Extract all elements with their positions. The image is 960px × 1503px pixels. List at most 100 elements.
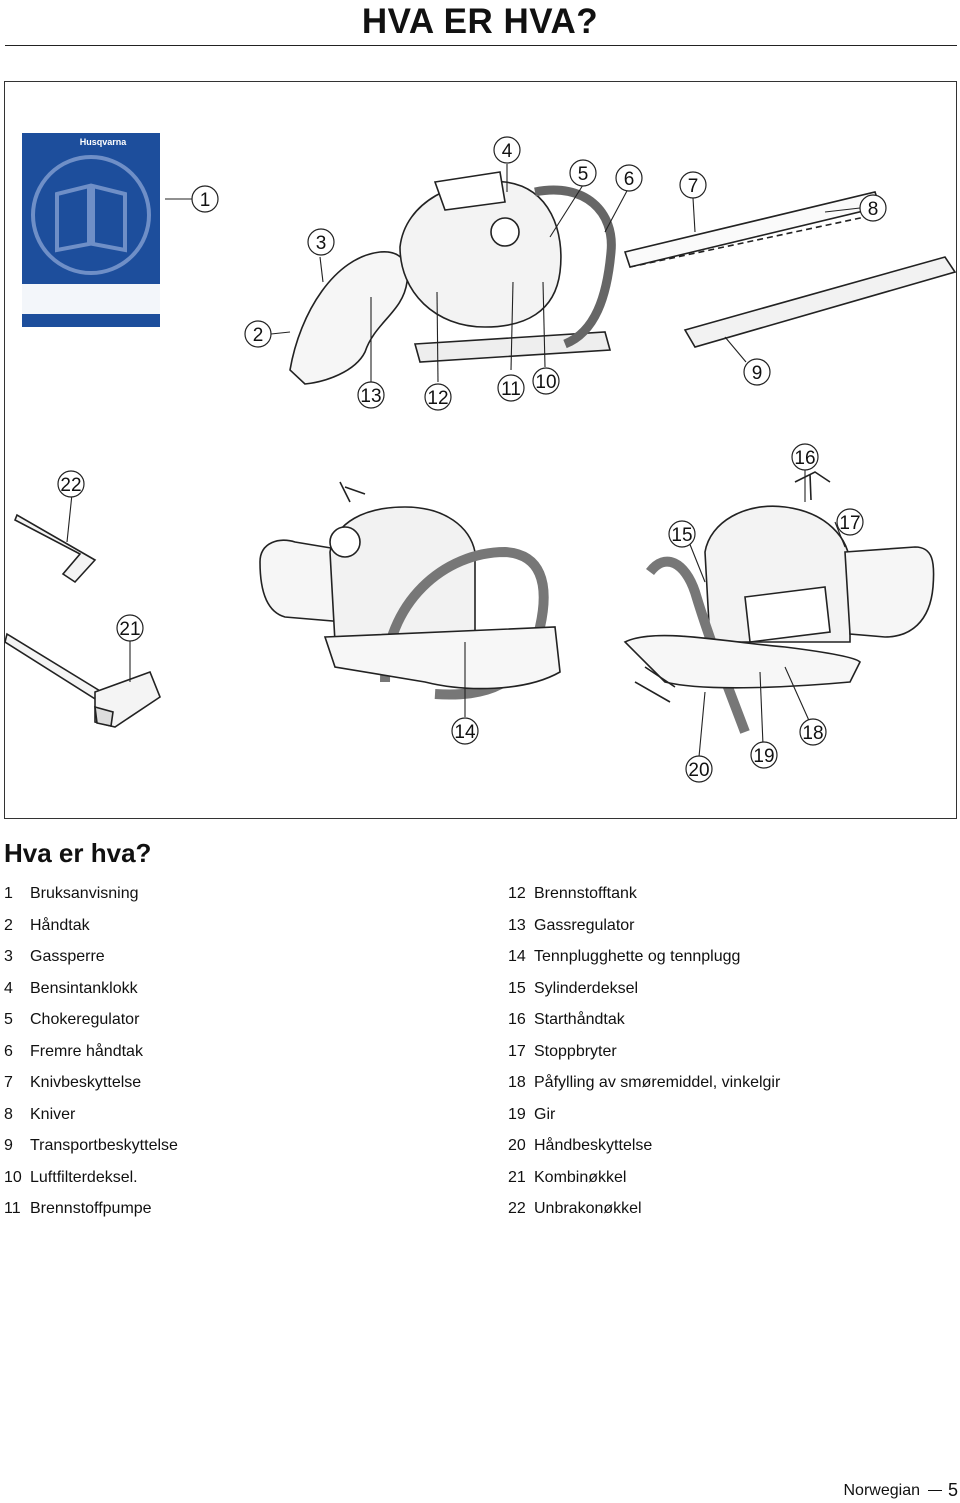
item-label: Gir	[534, 1105, 556, 1123]
callout-1: 1	[200, 190, 211, 211]
list-item: 9 Transportbeskyttelse	[4, 1133, 178, 1165]
callout-3: 3	[316, 233, 327, 254]
trimmer-left-view	[259, 481, 561, 700]
item-number: 22	[508, 1200, 526, 1217]
list-item: 12 Brennstofftank	[508, 881, 780, 913]
list-item: 15 Sylinderdeksel	[508, 976, 780, 1008]
callout-10: 10	[535, 372, 556, 393]
callout-4: 4	[502, 141, 513, 162]
page-title: HVA ER HVA?	[361, 2, 599, 41]
item-number: 9	[4, 1137, 13, 1154]
item-label: Bruksanvisning	[30, 885, 139, 902]
list-item: 11 Brennstoffpumpe	[4, 1196, 178, 1228]
item-label: Transportbeskyttelse	[30, 1137, 178, 1154]
parts-diagram: Husqvarna	[4, 81, 957, 819]
parts-list-right: 12 Brennstofftank 13 Gassregulator 14 Tennp…	[508, 881, 780, 1228]
list-item: 8 Kniver	[4, 1102, 178, 1134]
list-item: 22 Unbrakonøkkel	[508, 1196, 780, 1228]
manual-brand: Husqvarna	[80, 137, 128, 147]
item-number: 7	[4, 1074, 13, 1091]
list-item: 20 Håndbeskyttelse	[508, 1133, 780, 1165]
callout-12: 12	[427, 388, 448, 409]
callout-9: 9	[752, 363, 763, 384]
item-number: 21	[508, 1168, 526, 1186]
item-label: Chokeregulator	[30, 1011, 140, 1028]
item-number: 11	[4, 1200, 21, 1217]
manual-cover: Husqvarna	[22, 133, 160, 327]
list-item: 3 Gassperre	[4, 944, 178, 976]
list-item: 4 Bensintanklokk	[4, 976, 178, 1008]
item-number: 10	[4, 1168, 22, 1186]
item-number: 14	[508, 948, 526, 965]
diagram-illustration: Husqvarna	[5, 133, 957, 783]
item-label: Gassregulator	[534, 916, 635, 934]
item-label: Sylinderdeksel	[534, 979, 639, 997]
page-footer: Norwegian 5	[844, 1480, 959, 1501]
callout-16: 16	[794, 448, 815, 469]
list-item: 10 Luftfilterdeksel.	[4, 1165, 178, 1197]
item-label: Fremre håndtak	[30, 1042, 143, 1060]
item-label: Brennstofftank	[534, 885, 637, 902]
callout-11: 11	[501, 379, 521, 400]
list-item: 16 Starthåndtak	[508, 1007, 780, 1039]
item-label: Stoppbryter	[534, 1042, 617, 1060]
item-number: 2	[4, 916, 13, 934]
item-number: 12	[508, 885, 526, 902]
item-label: Starthåndtak	[534, 1011, 625, 1028]
callout-18: 18	[802, 723, 823, 744]
footer-dash	[927, 1490, 942, 1491]
callout-2: 2	[253, 325, 264, 346]
callout-19: 19	[753, 746, 774, 767]
item-number: 13	[508, 916, 526, 934]
item-number: 18	[508, 1074, 526, 1091]
callout-8: 8	[868, 199, 879, 220]
list-item: 21 Kombinøkkel	[508, 1165, 780, 1197]
list-item: 5 Chokeregulator	[4, 1007, 178, 1039]
item-number: 5	[4, 1011, 13, 1028]
callout-13: 13	[360, 386, 381, 407]
combination-wrench	[5, 632, 161, 728]
item-label: Bensintanklokk	[30, 979, 138, 997]
callout-7: 7	[688, 176, 699, 197]
list-item: 7 Knivbeskyttelse	[4, 1070, 178, 1102]
item-number: 16	[508, 1011, 526, 1028]
list-item: 1 Bruksanvisning	[4, 881, 178, 913]
item-label: Knivbeskyttelse	[30, 1074, 142, 1091]
list-item: 2 Håndtak	[4, 913, 178, 945]
item-number: 3	[4, 948, 13, 965]
callout-14: 14	[454, 722, 476, 743]
item-number: 19	[508, 1105, 526, 1123]
callouts: 1 2 3 4 5 6 7 8 9 10 11 12 13 14 15 16 1…	[57, 136, 887, 783]
section-heading: Hva er hva?	[4, 838, 152, 868]
trimmer-top-view	[289, 171, 957, 385]
item-number: 20	[508, 1137, 526, 1154]
list-item: 14 Tennplugghette og tennplugg	[508, 944, 780, 976]
title-rule	[5, 45, 957, 46]
item-label: Tennplugghette og tennplugg	[534, 948, 741, 965]
item-number: 15	[508, 979, 526, 997]
item-label: Håndbeskyttelse	[534, 1137, 653, 1154]
callout-20: 20	[688, 760, 709, 781]
list-item: 6 Fremre håndtak	[4, 1039, 178, 1071]
item-label: Brennstoffpumpe	[30, 1200, 152, 1217]
footer-language: Norwegian	[843, 1481, 920, 1499]
item-number: 1	[4, 885, 13, 902]
item-number: 4	[4, 979, 13, 997]
callout-15: 15	[671, 525, 692, 546]
unbrako-key	[13, 513, 97, 584]
callout-22: 22	[60, 475, 81, 496]
callout-17: 17	[839, 513, 860, 534]
item-label: Kombinøkkel	[534, 1168, 627, 1186]
item-label: Gassperre	[30, 948, 105, 965]
item-label: Håndtak	[30, 916, 90, 934]
list-item: 13 Gassregulator	[508, 913, 780, 945]
list-item: 19 Gir	[508, 1102, 780, 1134]
item-number: 6	[4, 1042, 13, 1060]
item-label: Påfylling av smøremiddel, vinkelgir	[534, 1074, 781, 1091]
item-label: Kniver	[30, 1105, 76, 1123]
item-label: Unbrakonøkkel	[534, 1200, 642, 1217]
list-item: 18 Påfylling av smøremiddel, vinkelgir	[508, 1070, 780, 1102]
item-label: Luftfilterdeksel.	[30, 1168, 138, 1186]
item-number: 8	[4, 1105, 13, 1123]
